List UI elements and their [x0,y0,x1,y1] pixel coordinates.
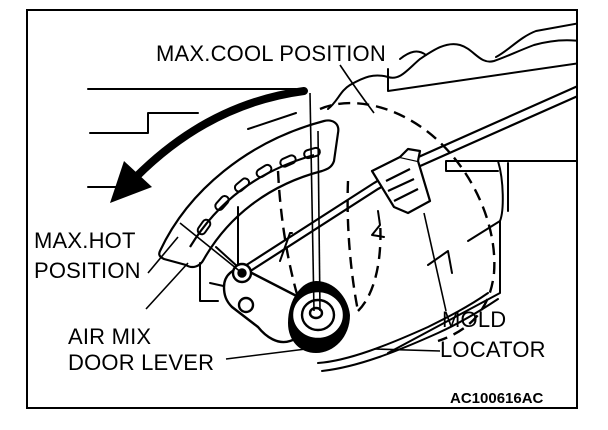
leader-max-hot [147,236,179,274]
housing-outline [87,22,576,372]
leader-air-mix-lever-2 [225,348,307,360]
leader-air-mix-lever [145,262,189,310]
air-mix-label-line1: AIR MIX [68,324,152,349]
diagram-frame: MAX.COOL POSITION MAX.HOT POSITION AIR M… [26,9,578,409]
leader-mold-locator [423,212,447,312]
pivot-shaft [288,281,350,353]
figure-code: AC100616AC [450,390,544,407]
air-mix-door-illustration [87,22,576,372]
direction-arrow [110,87,308,203]
max-cool-position-label: MAX.COOL POSITION [156,41,386,66]
mold-locator-label-line2: LOCATOR [440,337,546,362]
leader-max-cool [339,64,375,114]
leader-mold-locator-2 [373,348,441,352]
max-hot-label-line2: POSITION [34,258,141,283]
guide-plate-slots [196,146,321,236]
reference-lines [179,92,321,312]
callout-leaders [145,64,447,360]
mold-locator-clip [370,147,432,215]
air-mix-label-line2: DOOR LEVER [68,350,215,375]
mold-locator-label-line1: MOLD [442,307,507,332]
max-hot-label-line1: MAX.HOT [34,228,136,253]
